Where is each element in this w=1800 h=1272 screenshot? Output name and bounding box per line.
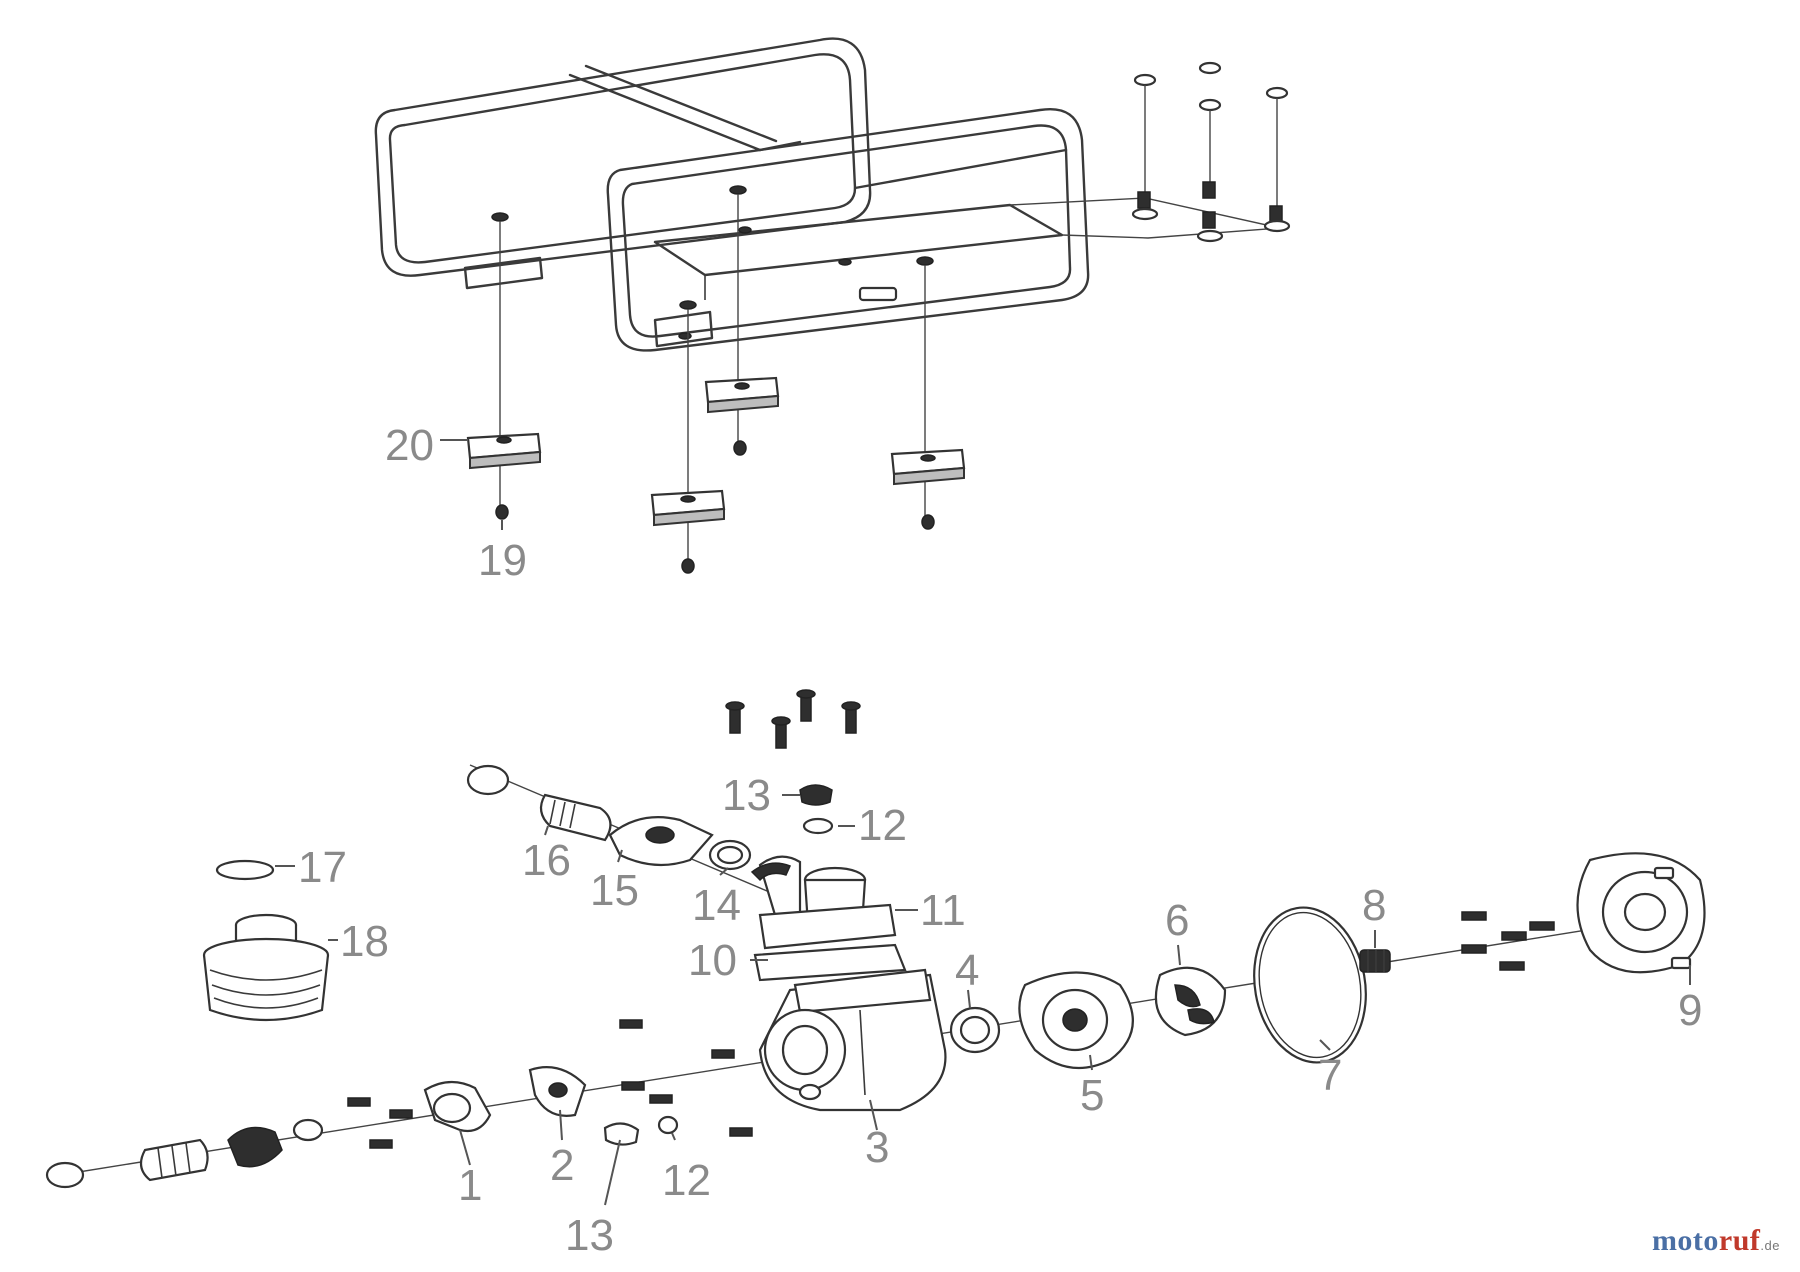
label-part-15: 15 <box>590 866 639 915</box>
gasket-10 <box>753 943 907 982</box>
hose-clamp-lower <box>45 1161 85 1189</box>
rubber-mount-c <box>890 448 966 486</box>
rear-cover-9 <box>1576 852 1706 974</box>
washer-12-lower <box>657 1115 679 1135</box>
label-part-7: 7 <box>1318 1051 1342 1100</box>
check-valve-2 <box>528 1066 587 1117</box>
plug-13-lower <box>603 1122 640 1146</box>
pump-assembly <box>45 689 1706 1189</box>
volute-5 <box>1018 971 1134 1070</box>
hose-connector-16 <box>539 793 612 842</box>
label-part-1: 1 <box>458 1161 482 1210</box>
top-bolts <box>725 689 861 749</box>
rear-cover-bolts <box>1461 911 1555 971</box>
label-part-16: 16 <box>522 836 571 885</box>
label-part-14: 14 <box>692 881 741 930</box>
label-part-2: 2 <box>550 1141 574 1190</box>
label-part-17: 17 <box>298 843 347 892</box>
hose-clamp-upper <box>466 764 510 796</box>
inlet-bolts <box>347 1019 753 1149</box>
pump-housing-3 <box>758 968 947 1112</box>
label-part-8: 8 <box>1362 881 1386 930</box>
rubber-mount-20 <box>466 432 542 470</box>
rubber-mount-b <box>650 489 726 527</box>
label-part-3: 3 <box>865 1123 889 1172</box>
logo-part-1: moto <box>1651 1224 1719 1257</box>
label-part-6: 6 <box>1165 896 1189 945</box>
strainer-clamp-17 <box>215 859 275 881</box>
inlet-flange-nut <box>227 1126 283 1168</box>
inlet-hose-connector <box>139 1138 209 1182</box>
label-part-5: 5 <box>1080 1071 1104 1120</box>
logo-part-2: ruf <box>1718 1224 1761 1257</box>
frame-hardware <box>1131 61 1291 243</box>
flange-nut-15 <box>608 816 714 867</box>
label-part-10: 10 <box>688 936 737 985</box>
logo-tld: .de <box>1760 1238 1780 1253</box>
label-part-13-upper: 13 <box>722 771 771 820</box>
label-part-12-upper: 12 <box>858 801 907 850</box>
label-part-18: 18 <box>340 917 389 966</box>
label-part-12-lower: 12 <box>662 1156 711 1205</box>
inlet-flange-1 <box>423 1080 492 1133</box>
rubber-mount-a <box>704 376 780 414</box>
strainer-18 <box>202 913 330 1022</box>
frame-bolts <box>495 440 935 574</box>
mechanical-seal-4 <box>949 1006 1001 1054</box>
impeller-6 <box>1154 966 1227 1037</box>
o-ring-7 <box>1253 906 1367 1064</box>
shaft-sleeve-8 <box>1359 949 1391 973</box>
inlet-seal <box>292 1118 324 1142</box>
watermark-logo: motoruf.de <box>1652 1224 1780 1258</box>
frame-assembly <box>374 37 1291 574</box>
label-part-13-lower: 13 <box>565 1211 614 1260</box>
label-part-9: 9 <box>1678 986 1702 1035</box>
leader-lines <box>275 439 1691 1206</box>
plug-13-upper <box>799 784 833 806</box>
seal-ring-14 <box>708 839 752 871</box>
label-part-4: 4 <box>955 946 979 995</box>
part-labels: 20 19 1 2 3 4 5 6 7 8 9 10 11 12 12 13 1… <box>298 421 1702 1260</box>
washer-12-upper <box>802 817 834 835</box>
outlet-elbow-11 <box>750 855 897 950</box>
label-part-19: 19 <box>478 536 527 585</box>
label-part-11: 11 <box>920 886 966 935</box>
label-part-20: 20 <box>385 421 434 470</box>
